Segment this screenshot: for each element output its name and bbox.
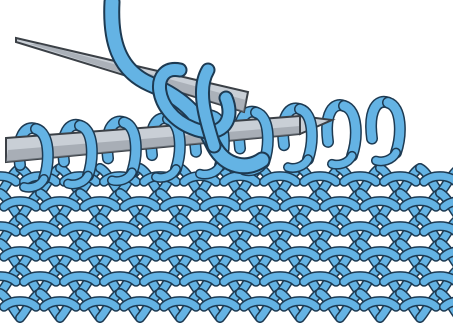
stitch-bump (444, 201, 453, 207)
stitch-bump (444, 251, 453, 257)
stitch-bump (444, 301, 453, 307)
